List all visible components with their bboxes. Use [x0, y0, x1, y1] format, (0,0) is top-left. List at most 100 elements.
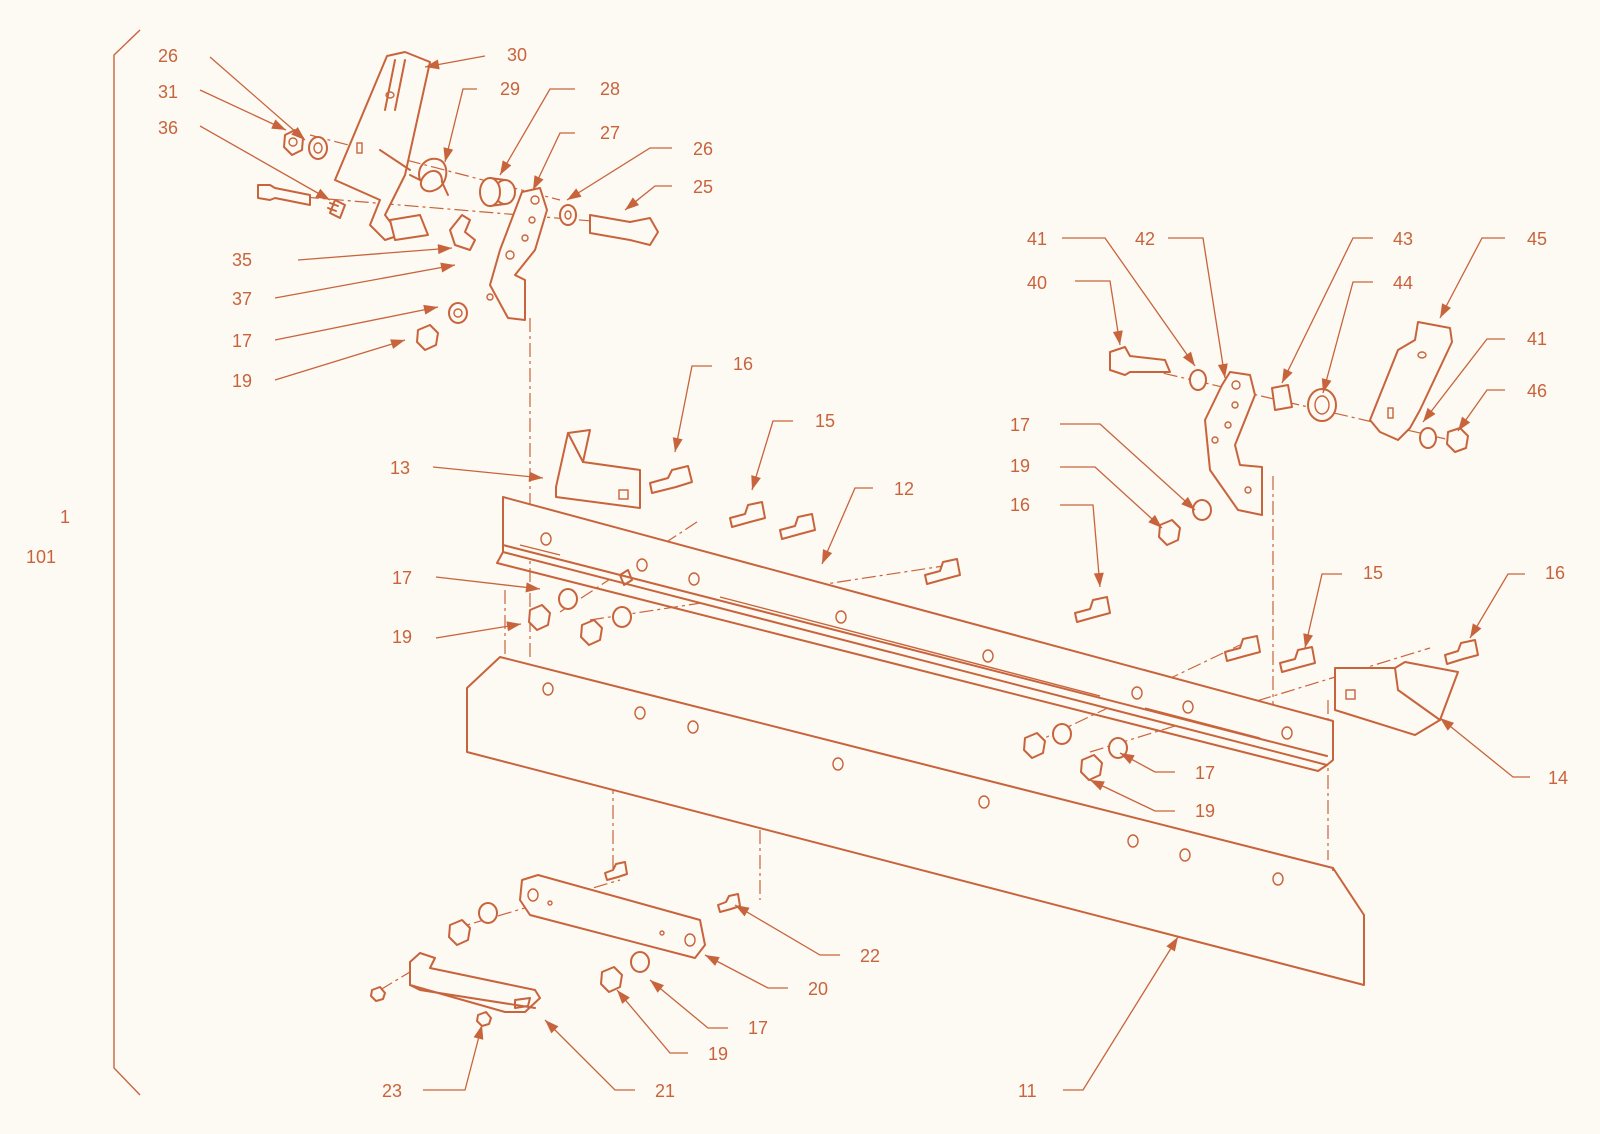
part-27-arm: [486, 187, 548, 321]
bushing: [389, 214, 429, 241]
leader-line-c-19d: [1089, 779, 1175, 812]
leader-line-c-19b: [435, 623, 522, 639]
part-28-sleeve: [479, 177, 516, 207]
leader-line-c-35: [297, 247, 453, 261]
callout-label-c-44: 44: [1393, 273, 1413, 293]
assembly-sub-number: 101: [26, 547, 56, 567]
arrowhead-c-44: [1321, 378, 1332, 393]
callout-label-c-16b: 16: [1010, 495, 1030, 515]
leader-line-c-16a: [674, 365, 712, 453]
leader-line-c-14: [1439, 717, 1530, 778]
latch-37: [449, 214, 476, 251]
callout-label-c-26b: 26: [693, 139, 713, 159]
leader-line-c-43: [1281, 237, 1373, 384]
bolt-40: [1109, 346, 1171, 376]
leader-line-c-16b: [1060, 504, 1101, 588]
arrowhead-c-21: [545, 1020, 559, 1034]
arrowhead-c-40: [1112, 330, 1123, 345]
pin-35: [257, 184, 311, 206]
bolt-16a: [649, 465, 693, 494]
washer-41b: [1419, 427, 1437, 449]
part-13-left-end-bracket: [555, 429, 641, 509]
arrowhead-c-41a: [1182, 351, 1195, 366]
arrowhead-c-27: [533, 175, 544, 190]
leader-line-c-19c: [1060, 466, 1163, 529]
callout-label-c-19d: 19: [1195, 801, 1215, 821]
callout-label-c-17e: 17: [748, 1018, 768, 1038]
callout-label-c-31: 31: [158, 82, 178, 102]
leader-line-c-17b: [435, 576, 541, 590]
callout-label-c-19b: 19: [392, 627, 412, 647]
callout-label-c-37: 37: [232, 289, 252, 309]
leader-line-c-41a: [1062, 237, 1196, 367]
arrowhead-c-45: [1440, 303, 1451, 318]
handle-21: [409, 952, 541, 1013]
callout-label-c-23: 23: [382, 1081, 402, 1101]
arrowhead-c-16b: [1093, 572, 1104, 587]
leader-line-c-22: [734, 904, 840, 956]
callout-label-c-19a: 19: [232, 371, 252, 391]
arrowhead-c-29: [443, 147, 454, 162]
arrowhead-c-43: [1282, 368, 1293, 383]
arrowhead-c-19d: [1090, 780, 1105, 791]
bolt-15b: [1279, 646, 1316, 673]
arrowhead-c-46: [1458, 416, 1471, 431]
arrowhead-c-25: [625, 197, 640, 210]
arrowhead-c-19b: [506, 621, 521, 632]
bolt-25: [589, 214, 659, 246]
part-30-lever: [334, 51, 431, 241]
bolt-15a: [729, 501, 766, 528]
arrowhead-c-16a: [672, 437, 683, 452]
arrowhead-c-16c: [1470, 623, 1482, 638]
callout-label-c-41b: 41: [1527, 329, 1547, 349]
leader-line-c-19e: [616, 989, 688, 1054]
screw-22b: [717, 893, 741, 913]
callout-label-c-29: 29: [500, 79, 520, 99]
callout-label-c-27: 27: [600, 123, 620, 143]
leader-line-c-15a: [751, 420, 793, 491]
nut-23a: [370, 986, 386, 1002]
callout-label-c-11: 11: [1018, 1081, 1037, 1101]
arm-42: [1204, 371, 1263, 516]
leader-line-c-27: [532, 132, 575, 191]
arrowhead-c-19a: [390, 339, 405, 349]
callout-label-c-19c: 19: [1010, 456, 1030, 476]
leader-line-c-17c: [1060, 423, 1196, 511]
arrowhead-c-41b: [1423, 407, 1436, 422]
leader-line-c-20: [704, 954, 788, 989]
arrowhead-c-15a: [751, 475, 761, 490]
arrowhead-c-42: [1217, 363, 1228, 378]
leader-line-c-17a: [274, 306, 439, 341]
arrowhead-c-23: [473, 1025, 484, 1040]
arrowhead-c-31: [271, 119, 286, 130]
upper-right-mechanism: [1109, 321, 1469, 546]
nut-46: [1446, 427, 1469, 453]
callout-label-c-13: 13: [390, 458, 410, 478]
leader-line-c-45: [1439, 237, 1505, 319]
arrowhead-c-17d: [1120, 753, 1135, 765]
leader-line-c-28: [499, 88, 575, 176]
callout-label-c-17a: 17: [232, 331, 252, 351]
leader-line-c-29: [444, 88, 477, 163]
arrowhead-c-14: [1440, 718, 1455, 731]
part-12-angle-bar: [496, 496, 1334, 772]
washer-17e: [630, 951, 650, 973]
arrowhead-c-17e: [650, 980, 664, 993]
leader-line-c-13: [432, 466, 544, 479]
nut-19c: [1158, 519, 1181, 546]
leader-line-c-23: [423, 1024, 483, 1091]
lever-45: [1369, 321, 1453, 441]
leader-line-c-26b: [566, 147, 672, 201]
arrowhead-c-19c: [1148, 514, 1162, 528]
callout-label-c-28: 28: [600, 79, 620, 99]
washer-26a: [308, 136, 328, 160]
washer-26b: [559, 204, 577, 226]
arrowhead-c-20: [705, 955, 720, 966]
bolt-16c: [1444, 639, 1479, 665]
bearing-44: [1307, 388, 1337, 422]
callout-label-c-21: 21: [655, 1081, 675, 1101]
arrowhead-c-13: [528, 471, 543, 482]
assembly-bracket: [113, 29, 141, 1096]
part-29-spring: [409, 157, 449, 196]
leader-line-c-17e: [649, 979, 728, 1029]
